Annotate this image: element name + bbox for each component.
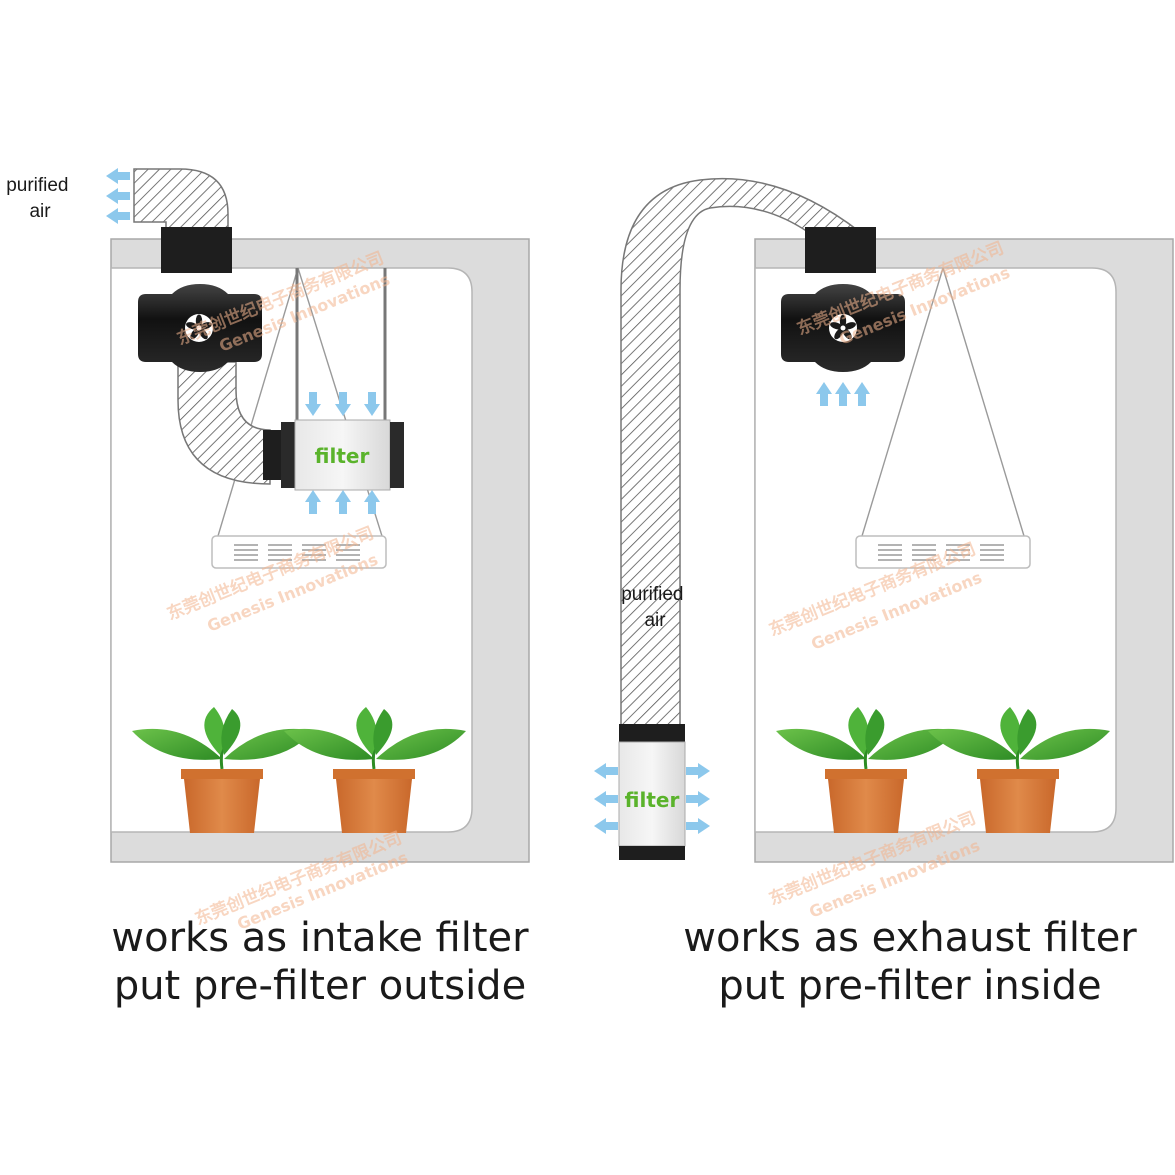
arrow-icon <box>686 791 710 807</box>
left-filter-label: filter <box>315 444 370 468</box>
left-filter-hangers <box>295 268 387 424</box>
left-caption-line-1: works as intake filter <box>111 915 529 961</box>
left-caption-line-2: put pre-filter outside <box>113 963 527 1009</box>
arrow-icon <box>686 763 710 779</box>
left-carbon-filter <box>263 419 404 491</box>
right-duct-flange <box>805 227 876 273</box>
right-carbon-filter <box>618 724 686 860</box>
arrow-icon <box>594 818 618 834</box>
left-purified-air-label: purified air <box>6 175 74 222</box>
arrow-icon <box>106 188 130 204</box>
left-lower-duct <box>177 361 271 485</box>
right-grow-light <box>855 267 1031 569</box>
left-caption: works as intake filter put pre-filter ou… <box>100 914 540 1010</box>
arrow-icon <box>594 763 618 779</box>
right-filter-arrows-left <box>594 763 618 834</box>
right-caption-line-1: works as exhaust filter <box>683 915 1137 961</box>
left-duct-flange <box>161 227 232 273</box>
right-purified-air-label: purified air <box>621 584 689 631</box>
arrow-icon <box>686 818 710 834</box>
right-fan-intake-arrows <box>816 382 870 406</box>
arrow-icon <box>106 168 130 184</box>
arrow-icon <box>594 791 618 807</box>
right-filter-arrows-right <box>686 763 710 834</box>
left-outlet-duct <box>133 168 229 236</box>
right-filter-label: filter <box>625 788 680 812</box>
left-purified-air-arrows <box>106 168 130 224</box>
right-caption-line-2: put pre-filter inside <box>718 963 1102 1009</box>
arrow-icon <box>106 208 130 224</box>
right-caption: works as exhaust filter put pre-filter i… <box>680 914 1140 1010</box>
